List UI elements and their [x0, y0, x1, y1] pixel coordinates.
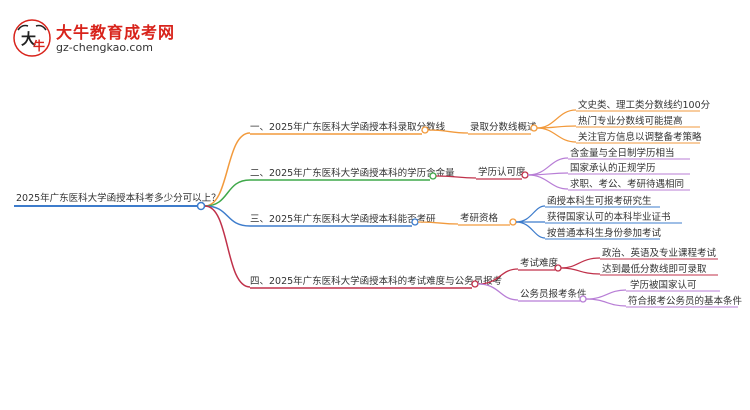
- branch-2-node[interactable]: [429, 172, 437, 180]
- branch-2-label: 二、2025年广东医科大学函授本科的学历含金量: [250, 167, 455, 179]
- link-t41-l2: [560, 267, 601, 275]
- link-t42-l2: [585, 298, 627, 307]
- topic-1-1-label: 录取分数线概述: [470, 121, 537, 133]
- link-t11-l1: [536, 109, 577, 129]
- topic-4-1-node[interactable]: [554, 264, 562, 272]
- leaf-1-1-2: 热门专业分数线可能提高: [578, 115, 683, 127]
- topic-4-2-node[interactable]: [579, 295, 587, 303]
- branch-3-node[interactable]: [411, 218, 419, 226]
- root-label: 2025年广东医科大学函授本科考多少分可以上？: [16, 192, 221, 204]
- link-root-b1: [204, 132, 251, 207]
- svg-text:大: 大: [21, 30, 36, 48]
- root-node[interactable]: [196, 201, 206, 211]
- topic-1-1-node[interactable]: [530, 124, 538, 132]
- site-url: gz-chengkao.com: [56, 41, 153, 54]
- link-t31-l1: [515, 205, 546, 223]
- leaf-1-1-3: 关注官方信息以调整备考策略: [578, 131, 702, 143]
- link-t11-l3: [536, 127, 577, 143]
- link-t21-l1: [527, 157, 569, 176]
- link-b2-t1: [435, 175, 477, 179]
- brand-name: 大牛教育成考网: [56, 23, 176, 42]
- branch-4-label: 四、2025年广东医科大学函授本科的考试难度与公务员报考: [250, 275, 502, 287]
- topic-3-1-node[interactable]: [509, 218, 517, 226]
- topic-2-1-label: 学历认可度: [478, 166, 526, 178]
- link-t42-l1: [585, 289, 627, 300]
- leaf-4-2-2: 符合报考公务员的基本条件: [628, 295, 743, 307]
- link-root-b3: [204, 205, 251, 227]
- branch-3-label: 三、2025年广东医科大学函授本科能否考研: [250, 213, 436, 225]
- leaf-4-1-2: 达到最低分数线即可录取: [602, 263, 707, 275]
- link-t41-l1: [560, 257, 601, 269]
- topic-3-1-label: 考研资格: [460, 212, 499, 224]
- leaf-4-1-1: 政治、英语及专业课程考试: [602, 247, 717, 259]
- leaf-3-1-1: 函授本科生可报考研究生: [547, 195, 652, 207]
- topic-4-2-label: 公务员报考条件: [520, 288, 587, 300]
- link-root-b2: [204, 179, 251, 207]
- site-logo[interactable]: 大 牛 大牛教育成考网 gz-chengkao.com: [12, 16, 182, 60]
- link-root-b4: [204, 205, 251, 288]
- link-b1-t1: [427, 129, 469, 134]
- leaf-1-1-1: 文史类、理工类分数线约100分: [578, 99, 711, 111]
- leaf-2-1-3: 求职、考公、考研待遇相同: [570, 178, 684, 190]
- link-b4-t2: [477, 283, 519, 301]
- leaf-3-1-3: 按普通本科生身份参加考试: [547, 227, 662, 239]
- topic-4-1-label: 考试难度: [520, 257, 559, 269]
- leaf-2-1-1: 含金量与全日制学历相当: [570, 147, 675, 159]
- leaf-2-1-2: 国家承认的正规学历: [570, 162, 656, 174]
- branch-4-node[interactable]: [471, 280, 479, 288]
- link-t31-l3: [515, 221, 546, 239]
- link-t21-l3: [527, 174, 569, 190]
- topic-2-1-node[interactable]: [521, 171, 529, 179]
- link-b4-t1: [477, 268, 519, 285]
- branch-1-node[interactable]: [421, 126, 429, 134]
- leaf-4-2-1: 学历被国家认可: [630, 279, 697, 291]
- link-b3-t1: [417, 221, 459, 225]
- branch-1-label: 一、2025年广东医科大学函授本科录取分数线: [250, 121, 446, 133]
- svg-text:牛: 牛: [33, 38, 45, 53]
- bull-logo-icon: 大 牛: [13, 19, 51, 57]
- leaf-3-1-2: 获得国家认可的本科毕业证书: [547, 211, 671, 223]
